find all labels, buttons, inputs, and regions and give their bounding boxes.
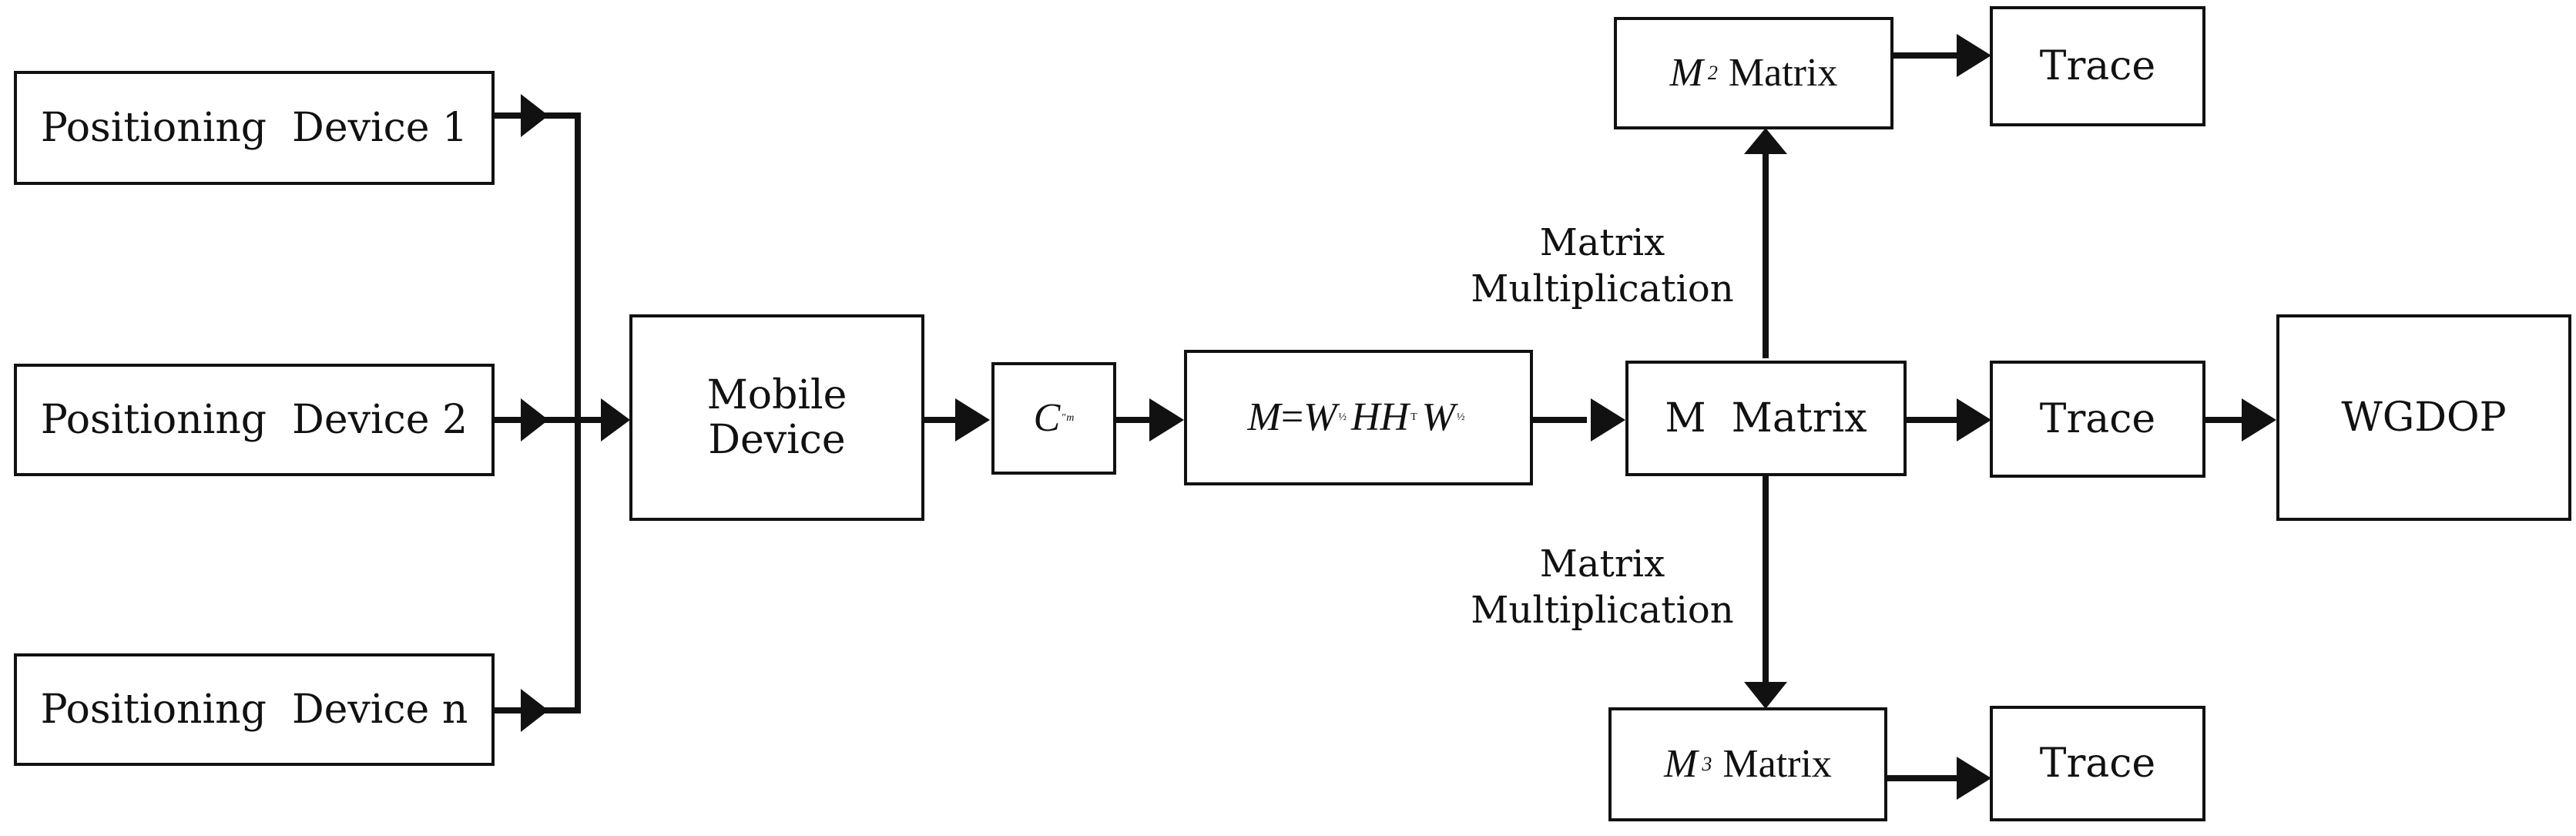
m3-word: Matrix xyxy=(1722,741,1832,786)
mult-bottom-line2: Multiplication xyxy=(1471,589,1734,632)
mult-top-line1: Matrix xyxy=(1539,221,1665,264)
mobile-device-label-line2: Device xyxy=(708,417,846,463)
arrowhead-trace-top xyxy=(1957,34,1991,77)
m3-exponent: 3 xyxy=(1702,753,1712,776)
formula-hh: HH xyxy=(1350,394,1410,439)
formula-transpose: T xyxy=(1410,411,1417,424)
wgdop-label: WGDOP xyxy=(2341,394,2507,441)
wgdop-box: WGDOP xyxy=(2276,314,2571,521)
formula-m: M xyxy=(1247,394,1281,439)
positioning-device-n-box: Positioning Device n xyxy=(14,653,495,766)
formula-w-exponent: ½ xyxy=(1338,411,1347,424)
cm-symbol: C xyxy=(1033,395,1061,440)
mult-top-line2: Multiplication xyxy=(1471,267,1734,311)
arrowhead-devicen xyxy=(521,689,548,732)
formula-w2-exponent: ½ xyxy=(1456,411,1465,424)
m2-exponent: 2 xyxy=(1707,62,1718,85)
m3-symbol: M xyxy=(1664,741,1698,786)
positioning-device-1-label: Positioning Device 1 xyxy=(40,104,468,151)
arrowhead-device2 xyxy=(521,398,548,442)
cm-box: C″m xyxy=(991,362,1116,475)
arrowhead-m3 xyxy=(1744,682,1787,709)
arrowhead-cm xyxy=(955,398,990,442)
formula-equals: = xyxy=(1280,394,1304,439)
arrowhead-trace-mid xyxy=(1957,398,1991,442)
m-matrix-label: M Matrix xyxy=(1665,394,1867,442)
arrowhead-device1 xyxy=(521,94,548,137)
trace-bottom-box: Trace xyxy=(1990,706,2205,821)
trace-mid-label: Trace xyxy=(2039,395,2156,442)
trace-bottom-label: Trace xyxy=(2039,740,2156,787)
matrix-multiplication-label-bottom: Matrix Multiplication xyxy=(1448,541,1756,633)
trace-mid-box: Trace xyxy=(1990,361,2205,478)
arrowhead-wgdop xyxy=(2242,398,2276,442)
cm-superscript: ″ xyxy=(1062,412,1067,425)
arrowhead-formula xyxy=(1149,398,1184,442)
positioning-device-1-box: Positioning Device 1 xyxy=(14,71,495,185)
matrix-multiplication-label-top: Matrix Multiplication xyxy=(1448,220,1756,312)
trace-top-box: Trace xyxy=(1990,6,2205,126)
positioning-device-2-label: Positioning Device 2 xyxy=(40,396,468,443)
cm-subscript: m xyxy=(1066,412,1075,425)
positioning-device-n-label: Positioning Device n xyxy=(40,686,468,733)
trace-top-label: Trace xyxy=(2039,42,2156,89)
arrowhead-m xyxy=(1591,398,1625,442)
formula-w2: W xyxy=(1421,394,1455,439)
mobile-device-box: Mobile Device xyxy=(629,314,924,521)
arrowhead-trace-bottom xyxy=(1957,757,1991,800)
mobile-device-label-line1: Mobile xyxy=(706,371,847,418)
m2-symbol: M xyxy=(1669,50,1703,95)
m2-word: Matrix xyxy=(1728,50,1838,95)
positioning-device-2-box: Positioning Device 2 xyxy=(14,364,495,476)
mult-bottom-line1: Matrix xyxy=(1539,542,1665,586)
formula-w: W xyxy=(1303,394,1337,439)
arrowhead-mobile xyxy=(601,398,630,442)
arrowhead-m2 xyxy=(1744,128,1787,154)
m-matrix-box: M Matrix xyxy=(1625,361,1907,476)
